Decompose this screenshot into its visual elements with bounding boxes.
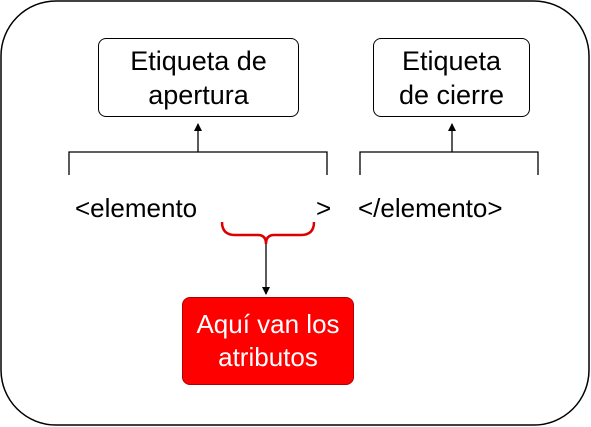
closing-tag-code: </elemento> (358, 193, 503, 223)
opening-tag-code-end: > (316, 193, 332, 223)
attributes-note-line1: Aquí van los (196, 309, 340, 339)
attributes-note-box: Aquí van los atributos (182, 297, 354, 385)
attributes-note-line2: atributos (218, 342, 318, 372)
opening-tag-label-line1: Etiqueta de (130, 45, 267, 76)
opening-tag-box: Etiqueta de apertura (98, 38, 299, 117)
closing-tag-box: Etiqueta de cierre (373, 38, 530, 117)
closing-tag-label-line2: de cierre (398, 79, 505, 110)
closing-tag-label-line1: Etiqueta (401, 45, 502, 76)
opening-tag-code-start: <elemento (75, 193, 198, 223)
opening-tag-label-line2: apertura (148, 79, 249, 110)
